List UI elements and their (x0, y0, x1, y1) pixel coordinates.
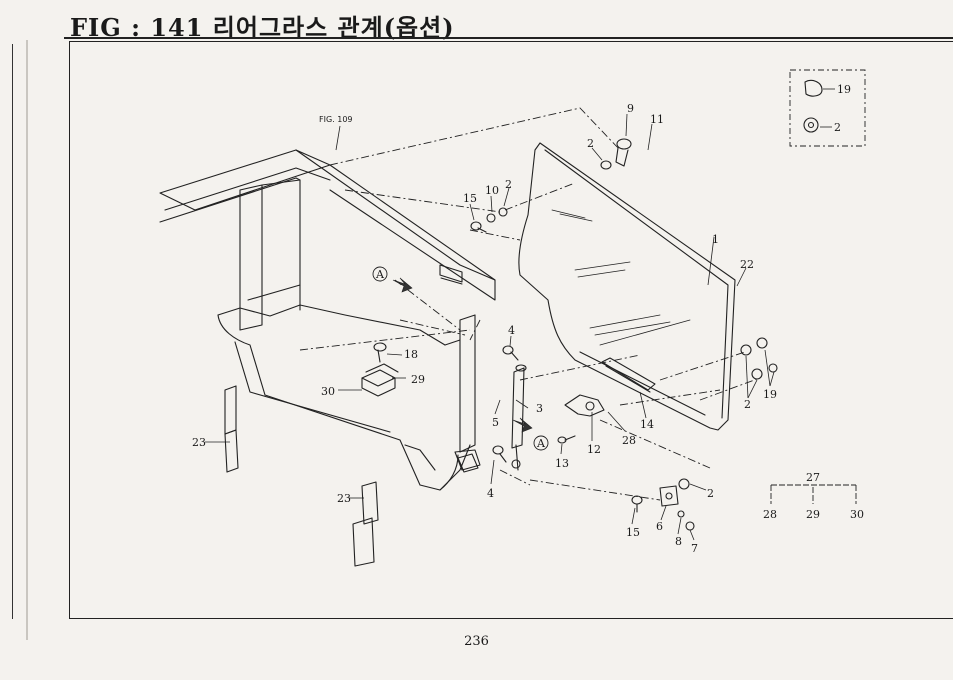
bolt-15-lower (631, 495, 643, 513)
clip-18 (373, 342, 387, 363)
binding-shadow (26, 40, 28, 640)
callout-10: 10 (485, 184, 499, 197)
callout-4-lower: 4 (487, 487, 494, 500)
callout-15-lower: 15 (626, 526, 640, 539)
strip-left (224, 385, 239, 473)
callout-14: 14 (640, 418, 654, 431)
hinge-top (615, 138, 632, 167)
callout-labels: 9 11 2 10 2 15 1 22 4 18 29 30 5 3 23 4 … (192, 102, 777, 555)
inset-callout-2: 2 (834, 121, 841, 134)
kit-27: 27 (806, 471, 820, 484)
callout-3: 3 (536, 402, 543, 415)
kit-30: 30 (850, 508, 864, 521)
title-underline (64, 37, 953, 39)
seal-kit (361, 363, 399, 397)
callout-2-upper: 2 (505, 178, 512, 191)
callout-13: 13 (555, 457, 569, 470)
callout-11: 11 (650, 113, 664, 126)
diagram-frame (69, 41, 953, 619)
svg-text:A: A (375, 268, 385, 281)
kit-28: 28 (763, 508, 777, 521)
guide-lines (299, 107, 761, 501)
bolt-13 (557, 435, 576, 444)
callout-29: 29 (411, 373, 425, 386)
strip-bottom (352, 481, 379, 567)
clamp (457, 453, 479, 473)
page-number: 236 (464, 634, 489, 649)
leader-lines (205, 88, 835, 541)
cab-frame (159, 149, 496, 491)
figure-reference: FIG. 109 (319, 115, 353, 124)
bolt-15-upper (470, 221, 487, 233)
bolt-upper (502, 345, 519, 361)
callout-4-upper: 4 (508, 324, 515, 337)
callout-30: 30 (321, 385, 335, 398)
callout-19: 19 (763, 388, 777, 401)
marker-a-lower: A (512, 417, 549, 451)
callout-22: 22 (740, 258, 754, 271)
callout-12: 12 (587, 443, 601, 456)
inset-callout-19: 19 (837, 83, 851, 96)
rear-glass-panel (518, 142, 736, 431)
callout-2-lower: 2 (707, 487, 714, 500)
callout-8: 8 (675, 535, 682, 548)
left-margin-line (0, 44, 13, 619)
handle-bar (601, 357, 656, 393)
inset-parts (803, 79, 823, 133)
kit-tree: 27 28 29 30 (763, 471, 864, 521)
lower-bracket (564, 394, 605, 417)
hinge-bottom (659, 485, 679, 507)
callout-7: 7 (691, 542, 698, 555)
bolt-lower (492, 445, 507, 463)
callout-6: 6 (656, 520, 663, 533)
kit-29: 29 (806, 508, 820, 521)
svg-text:A: A (536, 437, 546, 450)
inset-box: 19 2 (789, 69, 866, 147)
callout-23-left: 23 (192, 436, 206, 449)
gas-strut (511, 364, 527, 471)
callout-15-upper: 15 (463, 192, 477, 205)
callout-28: 28 (622, 434, 636, 447)
callout-23-bottom: 23 (337, 492, 351, 505)
callout-1: 1 (712, 233, 719, 246)
marker-a-upper: A (372, 266, 413, 293)
callout-5: 5 (492, 416, 499, 429)
callout-9: 9 (627, 102, 634, 115)
callout-18: 18 (404, 348, 418, 361)
callout-2-top: 2 (587, 137, 594, 150)
callout-2-right: 2 (744, 398, 751, 411)
washers (486, 160, 778, 531)
